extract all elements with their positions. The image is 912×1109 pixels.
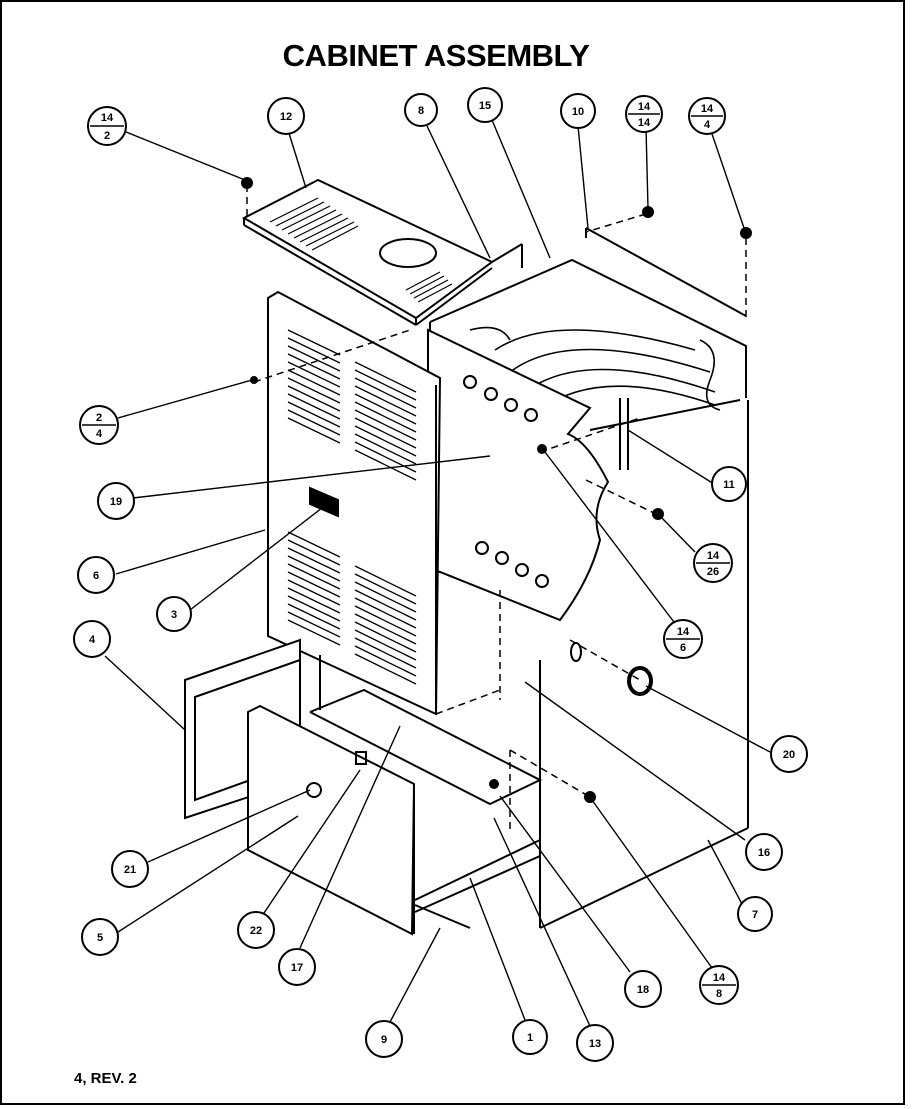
svg-text:22: 22 — [250, 925, 262, 937]
svg-text:6: 6 — [680, 642, 686, 654]
callout-21: 21 — [111, 850, 149, 888]
svg-text:14: 14 — [713, 972, 726, 984]
svg-text:2: 2 — [104, 130, 110, 142]
callout-12: 12 — [267, 97, 305, 135]
lower-door-panel-part — [247, 704, 416, 936]
svg-text:15: 15 — [479, 100, 491, 112]
svg-text:9: 9 — [381, 1034, 387, 1046]
svg-text:10: 10 — [572, 106, 584, 118]
callout-7: 7 — [737, 896, 773, 932]
heat-exchanger-part — [429, 227, 747, 470]
callout-1: 1 — [512, 1019, 548, 1055]
svg-text:14: 14 — [101, 112, 114, 124]
svg-text:6: 6 — [93, 570, 99, 582]
svg-text:1: 1 — [527, 1032, 533, 1044]
svg-text:4: 4 — [704, 119, 711, 131]
callout-22: 22 — [237, 911, 275, 949]
callout-18: 18 — [624, 970, 662, 1008]
svg-text:3: 3 — [171, 609, 177, 621]
callout-14-4: 14 4 — [688, 97, 726, 135]
svg-text:2: 2 — [96, 412, 102, 424]
svg-text:13: 13 — [589, 1038, 601, 1050]
svg-text:12: 12 — [280, 111, 292, 123]
callout-9: 9 — [365, 1020, 403, 1058]
callout-4: 4 — [73, 620, 111, 658]
svg-text:21: 21 — [124, 864, 136, 876]
callout-11: 11 — [711, 466, 747, 502]
svg-text:20: 20 — [783, 749, 795, 761]
svg-text:7: 7 — [752, 909, 758, 921]
revision-label: 4, REV. 2 — [74, 1070, 137, 1087]
svg-text:18: 18 — [637, 984, 649, 996]
svg-text:17: 17 — [291, 962, 303, 974]
leader-lines — [104, 119, 771, 1027]
svg-text:4: 4 — [89, 634, 96, 646]
port-hole — [570, 642, 582, 662]
callout-14-6: 14 6 — [663, 619, 703, 659]
svg-text:26: 26 — [707, 566, 719, 578]
cabinet-shell-part — [491, 243, 749, 929]
svg-text:5: 5 — [97, 932, 103, 944]
callout-6: 6 — [77, 556, 115, 594]
svg-text:19: 19 — [110, 496, 122, 508]
callout-3: 3 — [156, 596, 192, 632]
callout-15: 15 — [467, 87, 503, 123]
callout-14-26: 14 26 — [693, 543, 733, 583]
callout-5: 5 — [81, 918, 119, 956]
callout-17: 17 — [278, 948, 316, 986]
callout-14-2: 14 2 — [87, 106, 127, 146]
callout-14-8: 14 8 — [699, 965, 739, 1005]
base-part — [309, 655, 543, 929]
svg-text:14: 14 — [677, 626, 690, 638]
hidden-lines — [246, 185, 747, 830]
svg-text:14: 14 — [638, 101, 651, 113]
page-title: CABINET ASSEMBLY — [282, 38, 590, 73]
top-cover-part — [241, 178, 494, 326]
callout-19: 19 — [97, 482, 135, 520]
svg-text:4: 4 — [96, 428, 103, 440]
callout-14-14: 14 14 — [625, 95, 663, 133]
inner-front-panel-part — [427, 328, 610, 622]
callout-13: 13 — [576, 1024, 614, 1062]
svg-text:14: 14 — [638, 117, 651, 129]
svg-text:16: 16 — [758, 847, 770, 859]
svg-text:8: 8 — [418, 105, 424, 117]
grommet-ring — [627, 666, 653, 696]
svg-text:14: 14 — [701, 103, 714, 115]
callout-8: 8 — [404, 93, 438, 127]
callout-20: 20 — [770, 735, 808, 773]
callout-2-4: 2 4 — [79, 405, 119, 445]
callout-16: 16 — [745, 833, 783, 871]
callout-10: 10 — [560, 93, 596, 129]
front-door-panel-part — [267, 290, 442, 716]
svg-text:14: 14 — [707, 550, 720, 562]
svg-text:8: 8 — [716, 988, 722, 1000]
svg-text:11: 11 — [723, 479, 735, 491]
